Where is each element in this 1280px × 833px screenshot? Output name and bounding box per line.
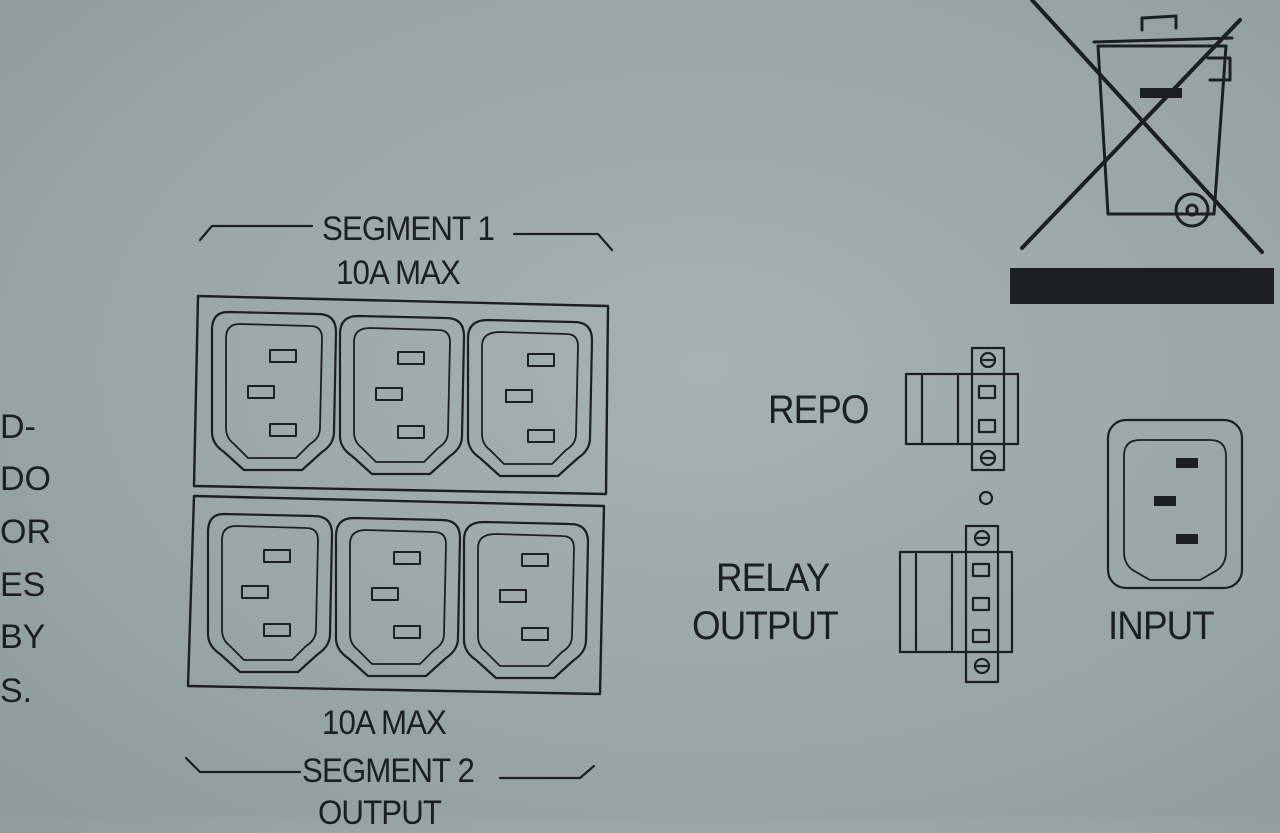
segment1-outlet-2 — [338, 314, 466, 476]
bin-detail — [1140, 88, 1182, 98]
output-label-partial: OUTPUT — [318, 794, 442, 832]
inlet-pin-mid — [1154, 496, 1176, 506]
inlet-pin-top — [1176, 458, 1198, 468]
relay-label-line1: RELAY — [716, 556, 830, 600]
side-text-1: D- — [0, 408, 36, 446]
segment1-outlet-3 — [466, 318, 594, 478]
segment2-outlet-2 — [334, 516, 462, 678]
segment1-outlet-1 — [210, 310, 338, 472]
segment2-frame — [186, 494, 606, 696]
input-label: INPUT — [1108, 604, 1215, 648]
weee-bar — [1010, 268, 1274, 304]
segment1-bracket-left — [198, 224, 314, 242]
side-text-2: DO — [0, 460, 51, 498]
indicator-dot-icon — [978, 490, 994, 506]
repo-terminal-icon — [904, 346, 1020, 472]
segment2-bracket-left — [184, 756, 302, 774]
repo-label: REPO — [768, 388, 870, 432]
relay-output-terminal-icon — [898, 524, 1014, 684]
segment1-rating: 10A MAX — [336, 254, 461, 292]
segment2-bracket-right — [498, 764, 596, 780]
inlet-pin-bottom — [1176, 534, 1198, 544]
segment2-outlet-3 — [462, 520, 590, 680]
segment2-rating: 10A MAX — [322, 704, 447, 742]
segment1-bracket-right — [512, 232, 614, 252]
segment2-label: SEGMENT 2 — [302, 752, 475, 790]
side-text-6: S. — [0, 672, 33, 710]
side-text-3: OR — [0, 513, 51, 551]
segment1-frame — [192, 294, 610, 496]
side-text-4: ES — [0, 566, 46, 604]
outlet-pins — [241, 349, 555, 641]
input-inlet-icon — [1106, 418, 1244, 590]
relay-label-line2: OUTPUT — [692, 604, 839, 648]
segment1-label: SEGMENT 1 — [322, 210, 495, 248]
segment2-outlet-1 — [206, 512, 334, 674]
side-text-5: BY — [0, 618, 46, 656]
weee-bin-icon — [1020, 0, 1264, 254]
